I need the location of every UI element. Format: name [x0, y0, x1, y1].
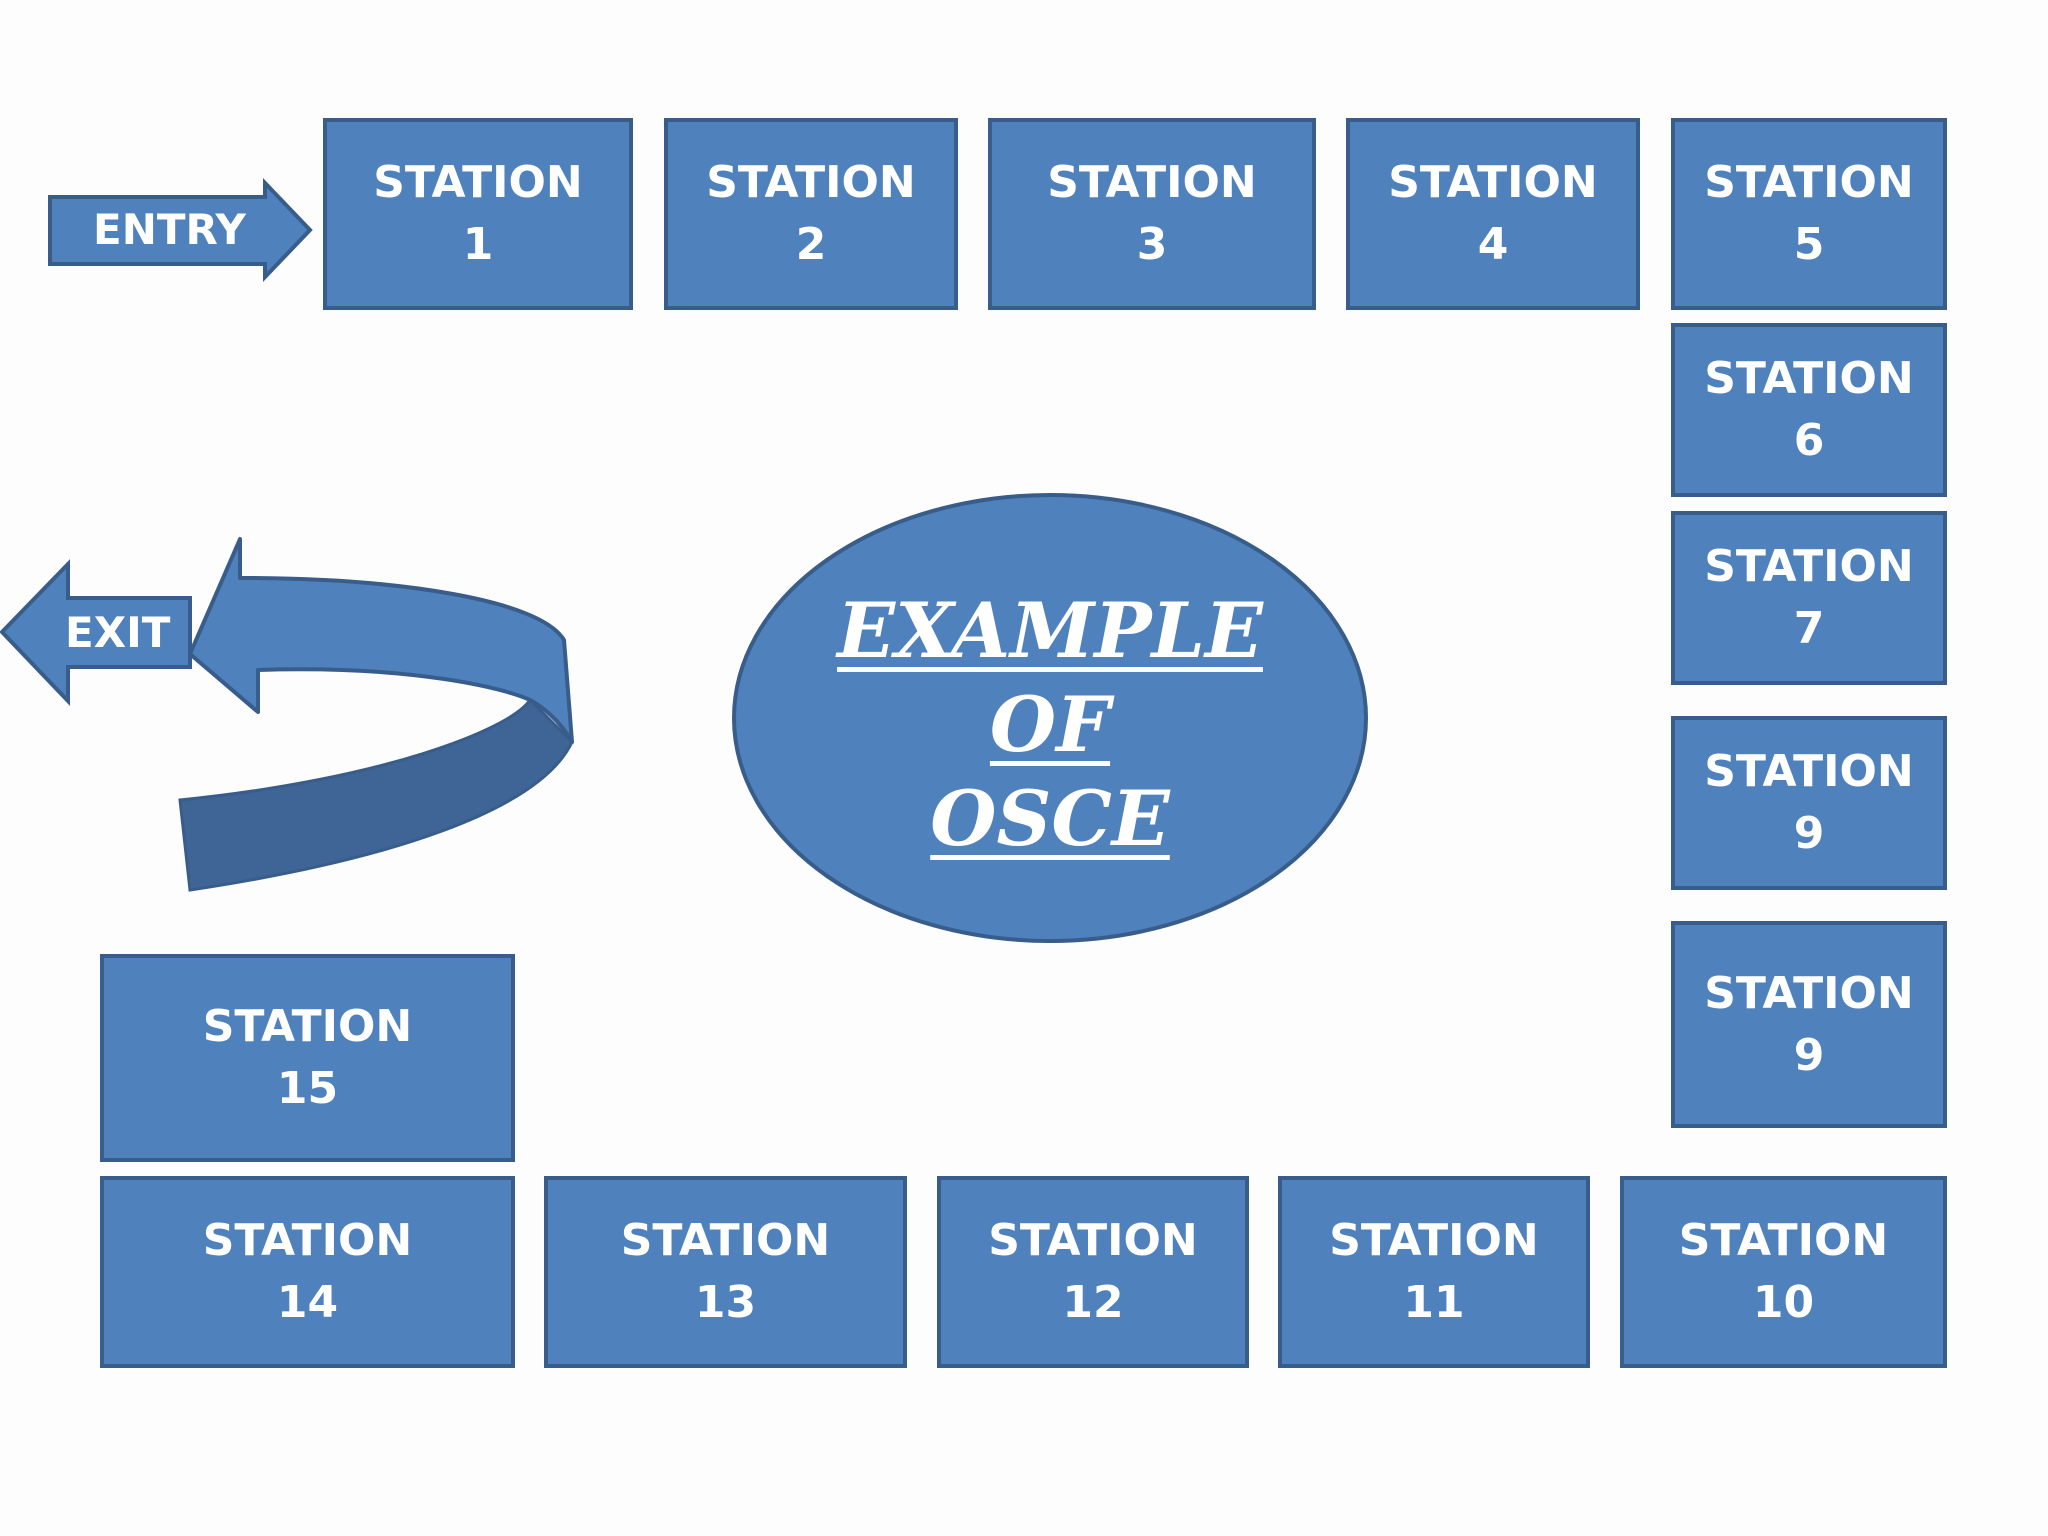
station-1: STATION 1 [323, 118, 633, 310]
station-11: STATION 11 [1278, 1176, 1590, 1368]
station-number: 12 [1062, 1277, 1124, 1328]
station-15: STATION 15 [100, 954, 515, 1162]
station-label: STATION [1704, 157, 1914, 208]
station-4: STATION 4 [1346, 118, 1640, 310]
station-label: STATION [1704, 353, 1914, 404]
station-6: STATION 6 [1671, 323, 1947, 497]
station-label: STATION [1678, 1215, 1889, 1266]
station-number: 6 [1793, 415, 1825, 466]
exit-arrow [0, 559, 192, 706]
station-label: STATION [1329, 1215, 1539, 1266]
station-14: STATION 14 [100, 1176, 515, 1368]
station-label: STATION [1704, 746, 1914, 797]
station-number: 14 [276, 1277, 339, 1328]
station-7: STATION 7 [1671, 511, 1947, 685]
station-10: STATION 10 [1620, 1176, 1947, 1368]
exit-label: EXIT [65, 608, 171, 657]
station-9a: STATION 9 [1671, 716, 1947, 890]
station-label: STATION [988, 1215, 1198, 1266]
center-title-line-2: OF [989, 680, 1111, 769]
station-label: STATION [202, 1215, 413, 1266]
station-label: STATION [202, 1001, 413, 1052]
station-3: STATION 3 [988, 118, 1316, 310]
station-number: 2 [795, 219, 827, 270]
center-title: EXAMPLE OF OSCE [735, 575, 1365, 875]
station-number: 15 [276, 1063, 339, 1114]
station-label: STATION [620, 1215, 831, 1266]
station-number: 10 [1752, 1277, 1815, 1328]
station-2: STATION 2 [664, 118, 958, 310]
center-ellipse [732, 493, 1368, 943]
station-number: 5 [1793, 219, 1825, 270]
entry-label: ENTRY [93, 205, 246, 254]
curved-return-arrow [178, 537, 574, 892]
station-number: 13 [694, 1277, 757, 1328]
station-label: STATION [1704, 967, 1914, 1019]
station-number: 11 [1403, 1277, 1465, 1328]
station-number: 7 [1793, 603, 1825, 654]
station-label: STATION [373, 157, 583, 208]
station-label: STATION [1388, 157, 1598, 208]
station-number: 9 [1793, 808, 1825, 859]
station-number: 9 [1793, 1029, 1825, 1081]
center-title-line-1: EXAMPLE [837, 586, 1263, 675]
station-12: STATION 12 [937, 1176, 1249, 1368]
entry-arrow [48, 178, 313, 282]
station-number: 3 [1136, 219, 1168, 270]
station-number: 1 [462, 219, 494, 270]
station-label: STATION [706, 157, 916, 208]
station-label: STATION [1704, 541, 1914, 592]
station-5: STATION 5 [1671, 118, 1947, 310]
center-title-line-3: OSCE [930, 774, 1170, 863]
station-9b: STATION 9 [1671, 921, 1947, 1128]
station-label: STATION [1047, 157, 1257, 208]
station-number: 4 [1477, 219, 1509, 270]
station-13: STATION 13 [544, 1176, 907, 1368]
